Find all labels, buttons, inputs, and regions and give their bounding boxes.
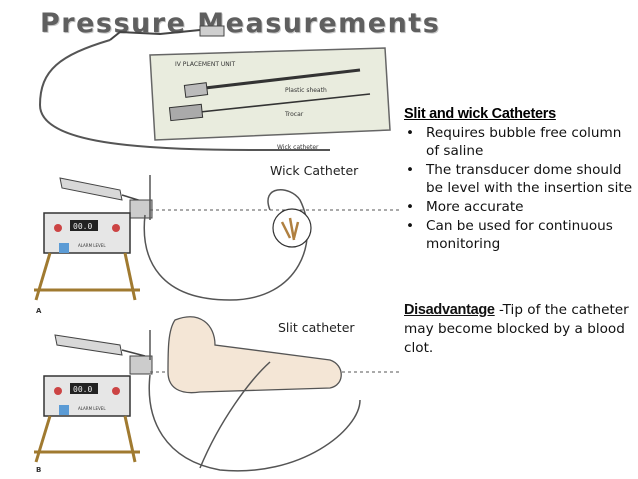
iv-placement-unit-figure: IV PLACEMENT UNIT Plastic sheath Trocar … [38, 25, 391, 151]
bullet-item: More accurate [404, 198, 636, 216]
page-title: Pressure Measurements [40, 8, 441, 39]
disadvantage-text: -Tip of the catheter may become blocked … [404, 302, 629, 356]
slit-catheter-caption: Slit catheter [278, 320, 355, 335]
trocar-label: Trocar [284, 111, 304, 118]
bullet-item: Requires bubble free column of saline [404, 124, 636, 160]
panel-a-figure: 00.0 ALARM LEVEL A [34, 175, 400, 315]
alarm-label-a: ALARM LEVEL [78, 243, 106, 248]
slit-wick-section: Slit and wick Catheters Requires bubble … [404, 106, 636, 254]
monitor-a-display: 00.0 [73, 222, 92, 231]
alarm-label-b: ALARM LEVEL [78, 406, 106, 411]
panel-b-figure: 00.0 ALARM LEVEL B [34, 316, 400, 474]
disadvantage-paragraph: Disadvantage -Tip of the catheter may be… [404, 301, 636, 358]
monitor-b-display: 00.0 [73, 385, 92, 394]
section-heading: Slit and wick Catheters [404, 106, 556, 122]
panel-a-letter: A [36, 307, 42, 315]
unit-label: IV PLACEMENT UNIT [175, 61, 236, 68]
wick-catheter-label: Wick catheter [277, 144, 319, 151]
disadvantage-label: Disadvantage [404, 302, 495, 318]
bullet-item: Can be used for continuous monitoring [404, 217, 636, 253]
bullet-list: Requires bubble free column of saline Th… [404, 124, 636, 253]
panel-b-letter: B [36, 466, 41, 474]
sheath-label: Plastic sheath [285, 87, 327, 94]
wick-catheter-caption: Wick Catheter [270, 163, 359, 178]
bullet-item: The transducer dome should be level with… [404, 161, 636, 197]
